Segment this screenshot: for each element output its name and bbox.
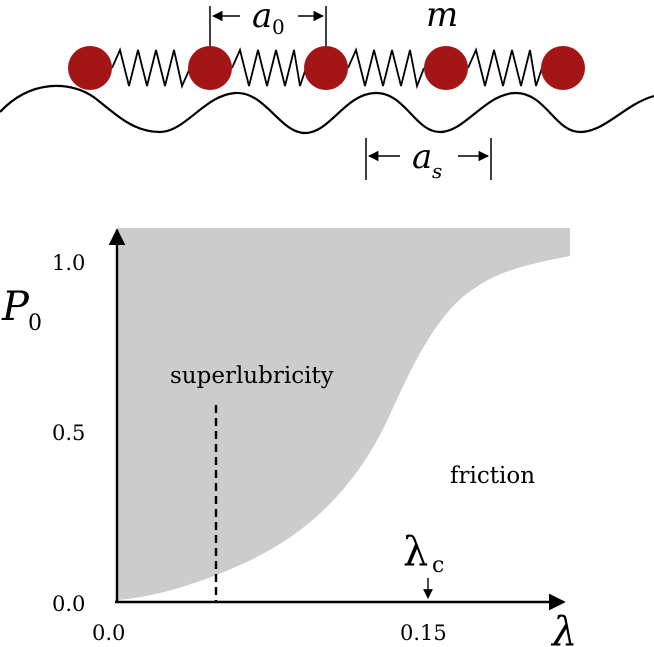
critical-lambda-label-subscript: c bbox=[432, 553, 444, 578]
springs bbox=[111, 47, 543, 90]
spring-3 bbox=[347, 47, 425, 90]
critical-lambda-label: λ bbox=[403, 529, 428, 575]
chain-diagram: a 0 m a s bbox=[0, 0, 654, 183]
spring-2 bbox=[231, 47, 307, 87]
substrate-potential bbox=[0, 84, 654, 135]
particle bbox=[304, 46, 348, 90]
particles bbox=[68, 46, 585, 90]
spacing-label-subscript: 0 bbox=[272, 15, 285, 39]
chain-spacing-indicator bbox=[209, 6, 327, 46]
y-tick-label: 0.0 bbox=[52, 592, 85, 616]
spacing-label: a bbox=[252, 0, 272, 36]
substrate-period-label-subscript: s bbox=[432, 159, 442, 183]
phase-diagram: P 0 1.0 0.5 0.0 0.0 0.15 λ superlubricit… bbox=[1, 228, 577, 647]
y-axis-label: P bbox=[1, 284, 30, 330]
friction-label: friction bbox=[450, 463, 535, 489]
x-tick-label: 0.15 bbox=[400, 621, 447, 645]
substrate-period-indicator bbox=[365, 138, 492, 180]
y-axis-label-subscript: 0 bbox=[28, 311, 42, 336]
spring-1 bbox=[111, 47, 191, 89]
substrate-period-label: a bbox=[412, 137, 432, 177]
particle bbox=[188, 46, 232, 90]
y-tick-label: 1.0 bbox=[52, 251, 85, 275]
y-tick-label: 0.5 bbox=[52, 421, 85, 445]
x-axis-label: λ bbox=[550, 609, 577, 647]
x-tick-label: 0.0 bbox=[92, 621, 125, 645]
superlubricity-label: superlubricity bbox=[170, 363, 334, 389]
mass-label: m bbox=[426, 0, 458, 35]
particle bbox=[424, 46, 468, 90]
spring-4 bbox=[467, 47, 543, 87]
particle bbox=[68, 46, 112, 90]
particle bbox=[541, 46, 585, 90]
superlubricity-region bbox=[117, 228, 570, 600]
